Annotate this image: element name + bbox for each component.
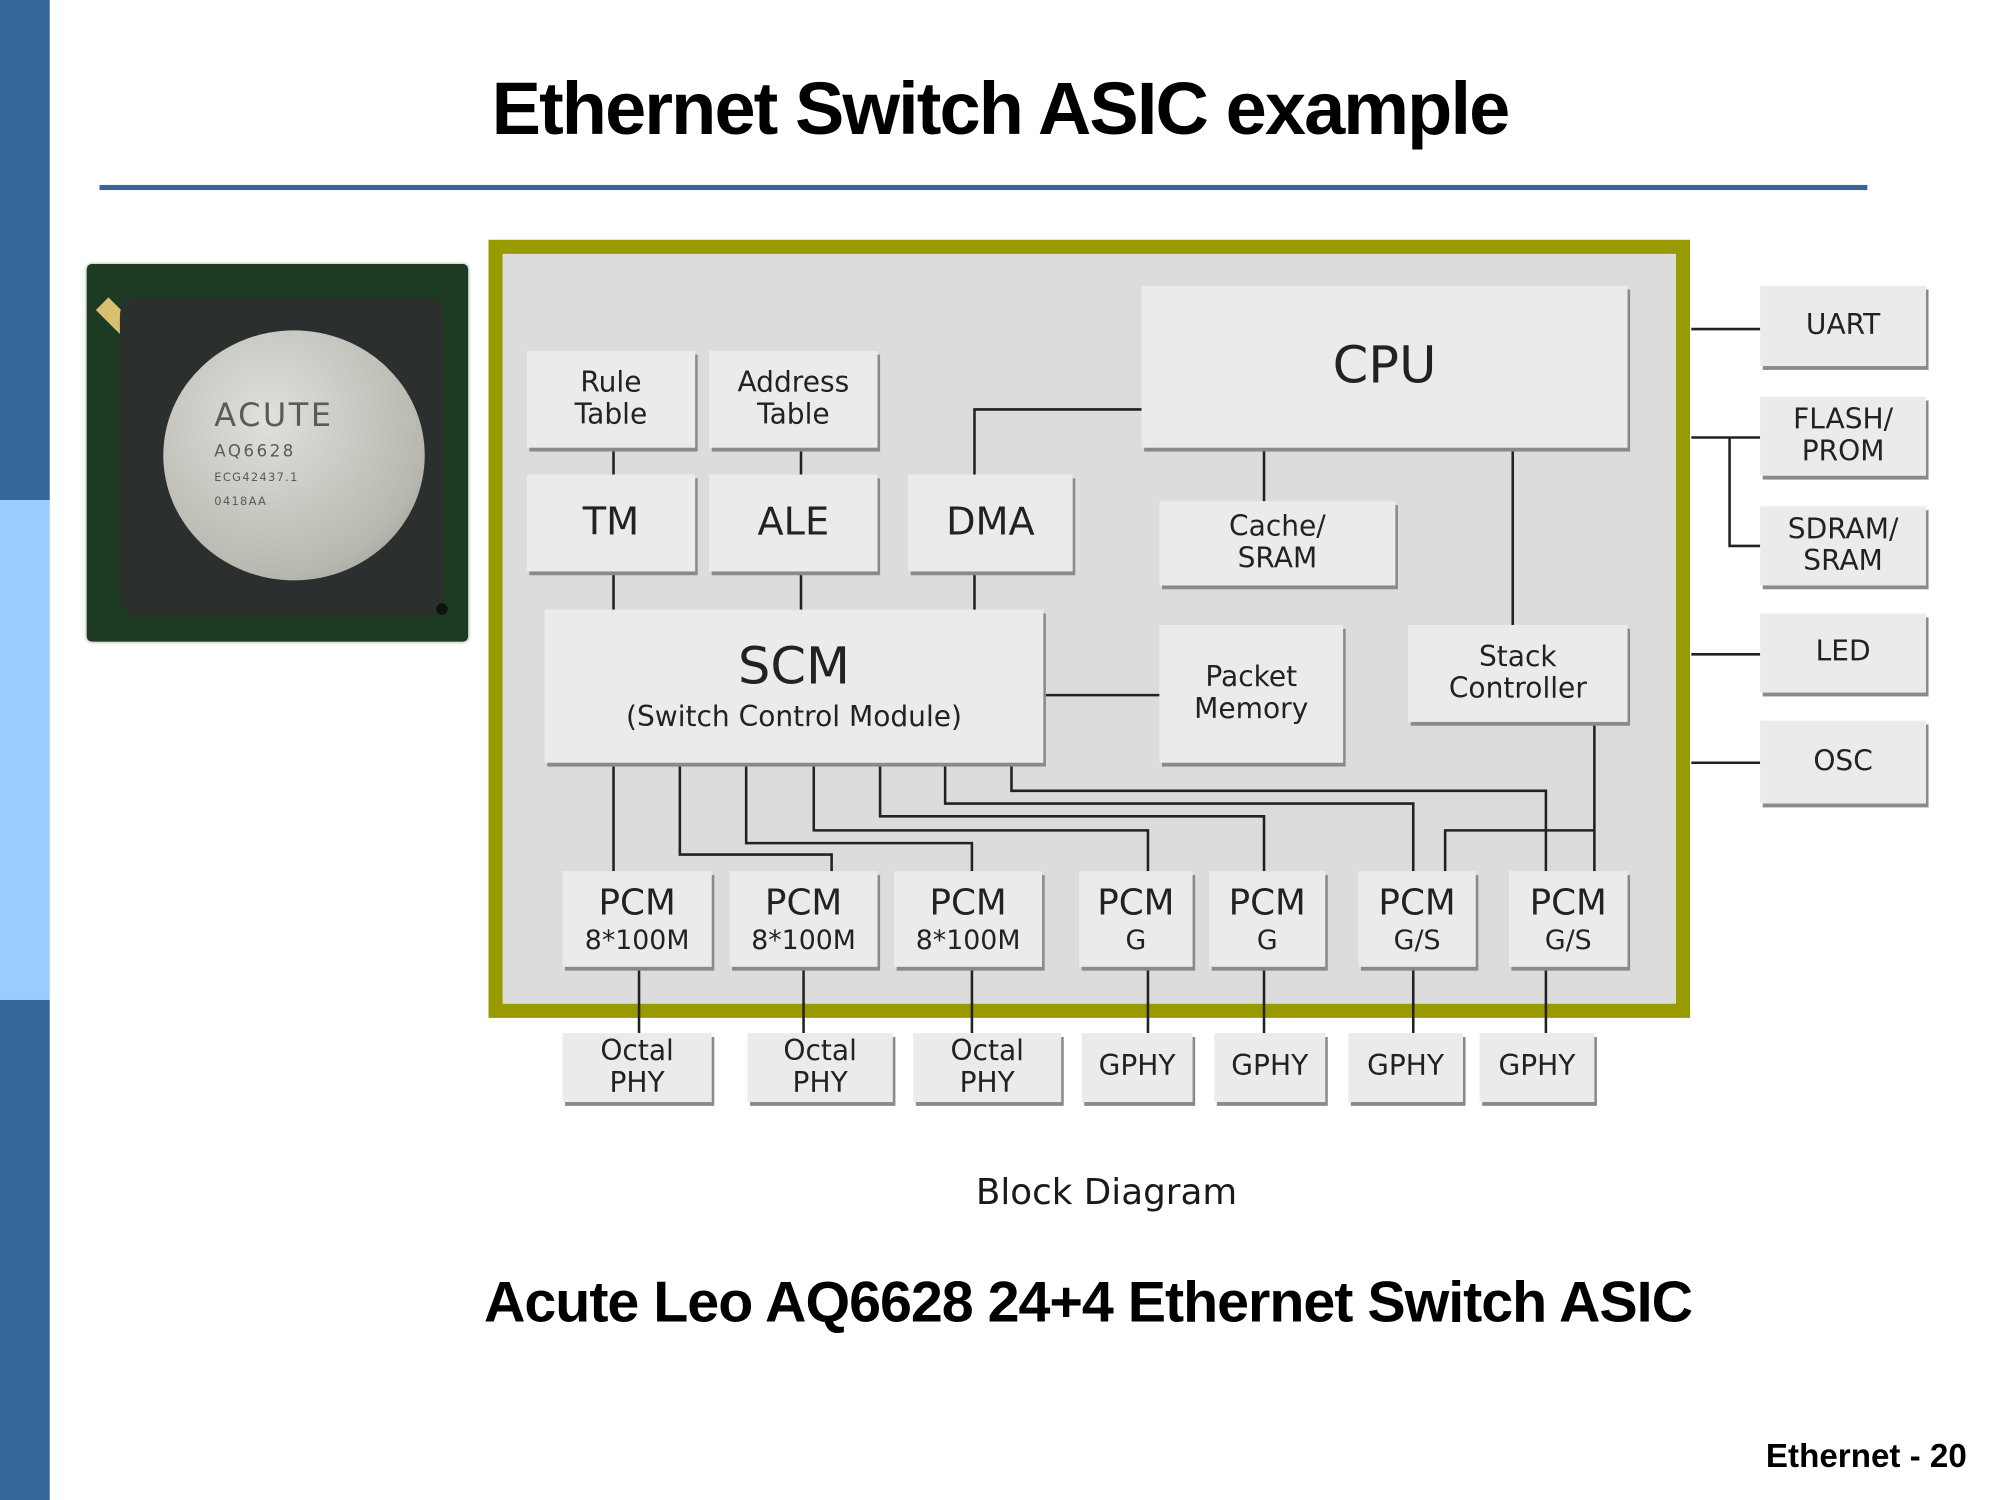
block-phy: GPHY	[1348, 1033, 1463, 1103]
chip-heat-spreader	[163, 330, 425, 581]
title-divider	[99, 184, 1868, 191]
block-sublabel: (Switch Control Module)	[625, 701, 962, 734]
diagram-caption: Block Diagram	[975, 1170, 1238, 1214]
block-label: Rule Table	[574, 366, 648, 432]
chip-lot-marking: ECG42437.1	[214, 471, 299, 485]
block-led: LED	[1760, 613, 1927, 693]
pcm-type: 8*100M	[584, 924, 690, 955]
block-sdram-sram: SDRAM/ SRAM	[1760, 506, 1927, 586]
phy-label: GPHY	[1231, 1051, 1309, 1084]
pcm-type: G	[1256, 924, 1278, 955]
block-uart: UART	[1760, 285, 1927, 367]
block-phy: Octal PHY	[913, 1033, 1062, 1103]
wire-cpu-dma	[973, 408, 1142, 475]
phy-label: GPHY	[1367, 1051, 1445, 1084]
chip-date-marking: 0418AA	[214, 496, 268, 509]
block-phy: GPHY	[1081, 1033, 1193, 1103]
orientation-dot	[436, 603, 448, 615]
wire-scm-pcm7	[1010, 765, 1548, 872]
block-label: TM	[582, 499, 640, 545]
block-cache-sram: Cache/ SRAM	[1159, 501, 1396, 586]
wire-stack-pcm6	[1443, 829, 1595, 872]
sidebar-band-bottom	[0, 999, 50, 1500]
pcm-type: 8*100M	[915, 924, 1021, 955]
slide-footer-page-number: Ethernet - 20	[1765, 1436, 1967, 1475]
block-flash-prom: FLASH/ PROM	[1760, 396, 1927, 476]
pcm-label: PCM	[1228, 881, 1306, 924]
phy-label: Octal PHY	[600, 1035, 674, 1100]
block-cpu: CPU	[1141, 285, 1628, 448]
wire-scm-pcm5	[878, 765, 1266, 872]
wire-sdram	[1728, 437, 1761, 548]
wire-scm-pcm3	[744, 765, 974, 872]
pcm-type: G	[1125, 924, 1147, 955]
peripheral-label: OSC	[1813, 745, 1873, 778]
phy-label: GPHY	[1098, 1051, 1176, 1084]
peripheral-label: UART	[1805, 309, 1881, 342]
block-stack-controller: Stack Controller	[1408, 624, 1628, 722]
wire-scm-pcm6	[943, 765, 1415, 872]
pcm-type: G/S	[1544, 924, 1592, 955]
pcm-label: PCM	[764, 881, 843, 924]
pcm-label: PCM	[598, 881, 676, 924]
block-phy: GPHY	[1214, 1033, 1326, 1103]
peripheral-label: FLASH/ PROM	[1793, 403, 1894, 469]
block-label: Address Table	[737, 366, 850, 432]
block-phy: Octal PHY	[747, 1033, 893, 1103]
pcm-type: 8*100M	[751, 924, 856, 955]
sidebar-band-top	[0, 0, 50, 500]
block-label: Stack Controller	[1448, 641, 1587, 706]
phy-label: Octal PHY	[783, 1035, 857, 1100]
sidebar-band-middle	[0, 499, 50, 1000]
chip-model-marking: AQ6628	[214, 442, 296, 462]
pcm-label: PCM	[1378, 881, 1456, 924]
block-label: SCM	[737, 638, 851, 697]
slide-title: Ethernet Switch ASIC example	[491, 67, 1511, 151]
block-packet-memory: Packet Memory	[1159, 624, 1344, 763]
block-label: CPU	[1332, 336, 1437, 396]
peripheral-label: LED	[1815, 636, 1871, 669]
block-scm: SCM (Switch Control Module)	[544, 609, 1044, 763]
block-phy: GPHY	[1479, 1033, 1595, 1103]
slide-subtitle: Acute Leo AQ6628 24+4 Ethernet Switch AS…	[483, 1269, 1693, 1335]
block-ale: ALE	[709, 474, 878, 572]
phy-label: Octal PHY	[950, 1035, 1024, 1100]
block-osc: OSC	[1760, 720, 1927, 804]
chip-brand-marking: ACUTE	[214, 396, 334, 434]
phy-label: GPHY	[1498, 1051, 1576, 1084]
block-tm: TM	[526, 474, 696, 572]
pcm-label: PCM	[1529, 881, 1607, 924]
wire-scm-pcm4	[812, 765, 1150, 872]
peripheral-label: SDRAM/ SRAM	[1787, 513, 1899, 578]
block-label: DMA	[946, 499, 1035, 545]
chip-photo: ACUTE AQ6628 ECG42437.1 0418AA	[86, 264, 469, 642]
block-label: Packet Memory	[1194, 661, 1309, 726]
block-phy: Octal PHY	[562, 1033, 712, 1103]
pcm-label: PCM	[1097, 881, 1175, 924]
pcm-type: G/S	[1393, 924, 1441, 955]
block-label: ALE	[757, 499, 830, 545]
block-address-table: Address Table	[709, 350, 878, 448]
pcm-label: PCM	[929, 881, 1007, 924]
block-rule-table: Rule Table	[526, 350, 696, 448]
wire-scm-pcm2	[678, 765, 833, 872]
block-label: Cache/ SRAM	[1229, 511, 1326, 576]
block-dma: DMA	[908, 474, 1073, 572]
